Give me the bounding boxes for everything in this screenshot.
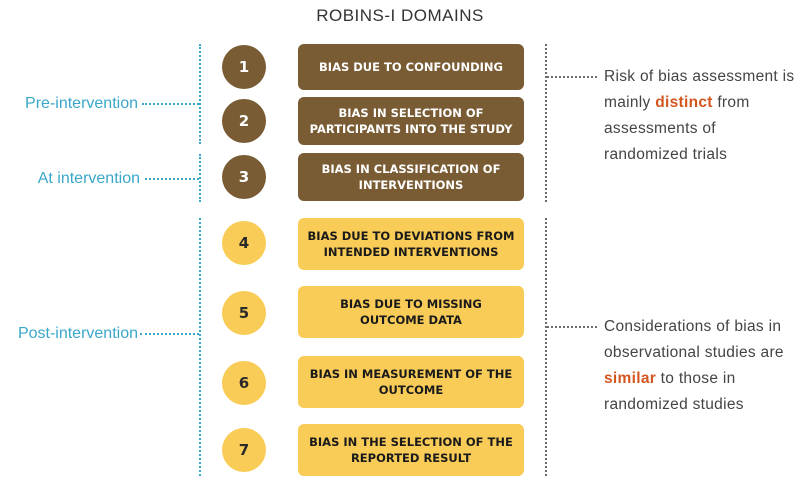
domain-number-6: 6 (222, 361, 266, 405)
domain-number-4: 4 (222, 221, 266, 265)
phase-label-at-intervention: At intervention (37, 170, 140, 187)
note-distinct-text-after: from assessments of randomized trials (604, 94, 750, 163)
pre-intervention-bracket (199, 44, 201, 144)
domain-box-5: BIAS DUE TO MISSING OUTCOME DATA (298, 286, 524, 338)
note-similar: Considerations of bias in observational … (604, 314, 800, 418)
at-intervention-connector (145, 178, 199, 180)
phase-label-pre-intervention: Pre-intervention (25, 95, 138, 112)
note-distinct: Risk of bias assessment is mainly distin… (604, 64, 800, 168)
post-intervention-bracket (199, 218, 201, 476)
note-distinct-highlight: distinct (655, 94, 713, 111)
domain-number-1: 1 (222, 45, 266, 89)
domain-number-7: 7 (222, 428, 266, 472)
domain-box-7: BIAS IN THE SELECTION OF THE REPORTED RE… (298, 424, 524, 476)
domain-box-2: BIAS IN SELECTION OF PARTICIPANTS INTO T… (298, 97, 524, 145)
right-bracket-top (545, 44, 547, 202)
domain-number-2: 2 (222, 99, 266, 143)
post-intervention-connector (140, 333, 199, 335)
note-distinct-text-before: Risk of bias assessment is mainly (604, 68, 795, 111)
right-bracket-bottom (545, 218, 547, 476)
phase-label-post-intervention: Post-intervention (17, 325, 138, 342)
note-similar-text-after: to those in randomized studies (604, 370, 744, 413)
right-connector-bottom (547, 326, 597, 328)
domain-box-6: BIAS IN MEASUREMENT OF THE OUTCOME (298, 356, 524, 408)
note-similar-highlight: similar (604, 370, 657, 387)
domain-number-3: 3 (222, 155, 266, 199)
right-connector-top (547, 76, 597, 78)
diagram-title: ROBINS-I DOMAINS (316, 6, 484, 25)
domain-box-1: BIAS DUE TO CONFOUNDING (298, 44, 524, 90)
domain-box-4: BIAS DUE TO DEVIATIONS FROM INTENDED INT… (298, 218, 524, 270)
at-intervention-bracket (199, 154, 201, 202)
note-similar-text-before: Considerations of bias in observational … (604, 318, 784, 361)
domain-number-5: 5 (222, 291, 266, 335)
pre-intervention-connector (142, 103, 199, 105)
domain-box-3: BIAS IN CLASSIFICATION OF INTERVENTIONS (298, 153, 524, 201)
